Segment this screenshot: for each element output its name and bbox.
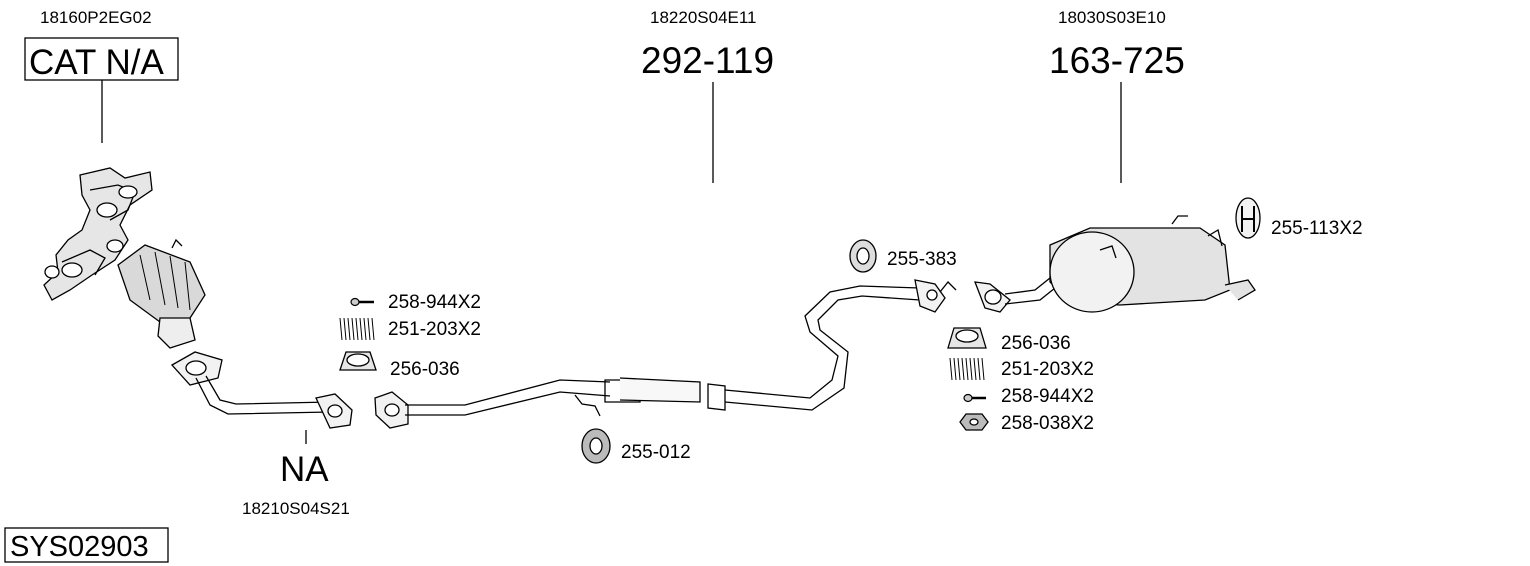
catalyst-oem-number: 18160P2EG02	[40, 8, 152, 27]
hanger-rear-part-number[interactable]: 255-113X2	[1271, 218, 1363, 239]
bolt-rear-icon	[963, 393, 986, 403]
middle-pipe-drawing[interactable]	[374, 279, 957, 429]
rear-part-number[interactable]: 163-725	[1049, 40, 1185, 81]
rear-oem-number: 18030S03E10	[1058, 8, 1166, 27]
rubber-mount-pipe-icon	[849, 239, 877, 273]
front-pipe-drawing[interactable]	[170, 351, 353, 429]
mount-middle-part-number[interactable]: 255-012	[621, 442, 691, 463]
catalyst-part-number[interactable]: CAT N/A	[29, 43, 164, 82]
rear-silencer-drawing[interactable]	[974, 215, 1256, 313]
system-code-box	[4, 527, 169, 563]
bolt-front-part-number[interactable]: 258-944X2	[388, 292, 481, 313]
catalytic-converter-drawing[interactable]	[43, 167, 206, 349]
system-code: SYS02903	[10, 531, 149, 563]
bolt-rear-part-number[interactable]: 258-944X2	[1001, 386, 1094, 407]
spring-rear-icon	[949, 357, 985, 381]
middle-part-number[interactable]: 292-119	[641, 40, 774, 81]
rubber-mount-middle-icon	[581, 428, 611, 464]
gasket-front-part-number[interactable]: 256-036	[390, 359, 460, 380]
nut-rear-part-number[interactable]: 258-038X2	[1001, 413, 1094, 434]
rubber-hanger-rear-icon	[1235, 197, 1261, 239]
mount-rear-pipe-part-number[interactable]: 255-383	[887, 249, 957, 270]
spring-front-part-number[interactable]: 251-203X2	[388, 319, 481, 340]
gasket-front-icon	[339, 351, 377, 371]
nut-rear-icon	[959, 413, 989, 431]
gasket-rear-part-number[interactable]: 256-036	[1001, 333, 1071, 354]
front-pipe-part-number[interactable]: NA	[280, 450, 329, 489]
spring-rear-part-number[interactable]: 251-203X2	[1001, 359, 1094, 380]
spring-front-icon	[339, 317, 375, 341]
front-pipe-oem-number: 18210S04S21	[242, 499, 350, 518]
middle-oem-number: 18220S04E11	[650, 8, 757, 27]
gasket-rear-icon	[947, 327, 987, 349]
bolt-front-icon	[350, 297, 374, 307]
